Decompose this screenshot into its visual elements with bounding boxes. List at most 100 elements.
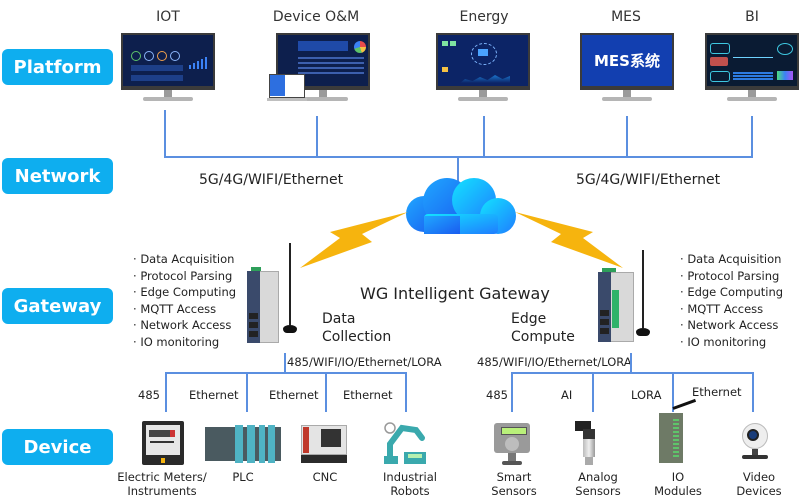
layer-label-gateway: Gateway bbox=[2, 288, 113, 324]
connector-bi bbox=[751, 116, 753, 157]
connector-smart-sensors bbox=[511, 372, 513, 412]
feature-item: Edge Computing bbox=[680, 284, 783, 301]
role-line: Compute bbox=[511, 329, 575, 345]
device-label-plc: PLC bbox=[193, 470, 293, 484]
device-label-cnc: CNC bbox=[275, 470, 375, 484]
gateway-left-interfaces: 485/WIFI/IO/Ethernet/LORA bbox=[287, 355, 442, 369]
mes-screen-text: MES系统 bbox=[594, 52, 660, 70]
feature-item: Protocol Parsing bbox=[133, 268, 236, 285]
gateway-left-feature-list: Data Acquisition Protocol Parsing Edge C… bbox=[133, 251, 236, 350]
smart-sensor-icon bbox=[493, 421, 531, 467]
device-bus-left bbox=[165, 372, 406, 374]
link-label-video-devices: Ethernet bbox=[692, 385, 742, 399]
cnc-machine-icon bbox=[301, 423, 349, 463]
connector-cnc bbox=[325, 372, 327, 412]
platform-title-iot: IOT bbox=[156, 9, 180, 25]
feature-item: Data Acquisition bbox=[133, 251, 236, 268]
device-label-line: Electric Meters/ bbox=[117, 470, 207, 484]
laptop-icon bbox=[267, 74, 307, 104]
link-label-robots: Ethernet bbox=[343, 388, 393, 402]
feature-item: Data Acquisition bbox=[680, 251, 783, 268]
device-label-robots: Industrial Robots bbox=[360, 470, 460, 498]
layer-label-device: Device bbox=[2, 429, 113, 465]
platform-title-device-om: Device O&M bbox=[272, 9, 360, 25]
connector-mes bbox=[626, 116, 628, 157]
device-label-line: Sensors bbox=[575, 484, 621, 498]
device-label-line: CNC bbox=[312, 470, 338, 484]
wireless-link-right-icon bbox=[515, 212, 623, 268]
device-label-line: Devices bbox=[736, 484, 782, 498]
device-label-line: Robots bbox=[390, 484, 430, 498]
layer-label-platform: Platform bbox=[2, 49, 113, 85]
analog-sensor-icon bbox=[575, 419, 605, 469]
device-label-analog-sensors: Analog Sensors bbox=[548, 470, 648, 498]
gateway-left-role: Data Collection bbox=[322, 310, 391, 346]
link-label-plc: Ethernet bbox=[189, 388, 239, 402]
connector-analog-sensors bbox=[592, 372, 594, 412]
role-line: Data bbox=[322, 311, 356, 327]
device-label-line: IO bbox=[671, 470, 685, 484]
connector-meters bbox=[165, 372, 167, 412]
device-label-line: Sensors bbox=[491, 484, 537, 498]
gateway-title: WG Intelligent Gateway bbox=[360, 284, 550, 303]
platform-title-energy: Energy bbox=[459, 9, 509, 25]
plc-icon bbox=[205, 423, 281, 463]
platform-title-mes: MES bbox=[611, 9, 641, 25]
mes-dashboard-monitor-icon: MES系统 bbox=[580, 33, 674, 103]
connector-device-om bbox=[316, 116, 318, 157]
video-camera-icon bbox=[738, 421, 772, 465]
connector-io-modules bbox=[672, 372, 674, 412]
connector-robots bbox=[405, 372, 407, 412]
link-label-cnc: Ethernet bbox=[269, 388, 319, 402]
feature-item: Network Access bbox=[133, 317, 236, 334]
role-line: Collection bbox=[322, 329, 392, 345]
device-label-smart-sensors: Smart Sensors bbox=[464, 470, 564, 498]
iot-dashboard-monitor-icon bbox=[121, 33, 215, 103]
device-bus-right bbox=[511, 372, 754, 374]
feature-item: Network Access bbox=[680, 317, 783, 334]
device-label-line: Analog bbox=[578, 470, 618, 484]
cloud-uplink bbox=[457, 156, 459, 184]
device-label-line: Smart bbox=[496, 470, 532, 484]
device-label-line: Video bbox=[742, 470, 776, 484]
link-label-io-modules: LORA bbox=[631, 388, 662, 402]
layer-label-network: Network bbox=[2, 158, 113, 194]
network-protocols-right: 5G/4G/WIFI/Ethernet bbox=[576, 172, 721, 188]
connector-iot bbox=[164, 110, 166, 157]
link-label-meters: 485 bbox=[138, 388, 160, 402]
data-collection-gateway-icon bbox=[243, 243, 305, 345]
network-protocols-left: 5G/4G/WIFI/Ethernet bbox=[199, 172, 344, 188]
edge-compute-gateway-icon bbox=[594, 250, 656, 345]
feature-item: IO monitoring bbox=[133, 334, 236, 351]
feature-item: IO monitoring bbox=[680, 334, 783, 351]
device-label-video-devices: Video Devices bbox=[709, 470, 800, 498]
role-line: Edge bbox=[511, 311, 547, 327]
device-label-line: Modules bbox=[654, 484, 702, 498]
device-label-meters: Electric Meters/ Instruments bbox=[112, 470, 212, 498]
platform-title-bi: BI bbox=[745, 9, 759, 25]
gateway-right-role: Edge Compute bbox=[511, 310, 575, 346]
link-label-smart-sensors: 485 bbox=[486, 388, 508, 402]
cloud-icon bbox=[406, 178, 516, 234]
connector-plc bbox=[246, 372, 248, 412]
gateway-right-downlink bbox=[630, 353, 632, 373]
gateway-right-interfaces: 485/WIFI/IO/Ethernet/LORA bbox=[477, 355, 632, 369]
gateway-right-feature-list: Data Acquisition Protocol Parsing Edge C… bbox=[680, 251, 783, 350]
industrial-robot-icon bbox=[382, 420, 430, 466]
connector-energy bbox=[483, 116, 485, 157]
electric-meter-icon bbox=[142, 421, 184, 465]
device-label-line: Industrial bbox=[383, 470, 437, 484]
feature-item: Edge Computing bbox=[133, 284, 236, 301]
link-label-analog-sensors: AI bbox=[561, 388, 573, 402]
energy-dashboard-monitor-icon bbox=[436, 33, 530, 103]
feature-item: MQTT Access bbox=[680, 301, 783, 318]
device-label-line: Instruments bbox=[127, 484, 197, 498]
gateway-left-downlink bbox=[284, 353, 286, 373]
wireless-link-left-icon bbox=[300, 212, 408, 268]
device-label-line: PLC bbox=[232, 470, 254, 484]
device-label-io-modules: IO Modules bbox=[628, 470, 728, 498]
io-module-icon bbox=[655, 398, 697, 467]
connector-video-devices bbox=[752, 372, 754, 412]
bi-dashboard-monitor-icon bbox=[705, 33, 799, 103]
feature-item: Protocol Parsing bbox=[680, 268, 783, 285]
